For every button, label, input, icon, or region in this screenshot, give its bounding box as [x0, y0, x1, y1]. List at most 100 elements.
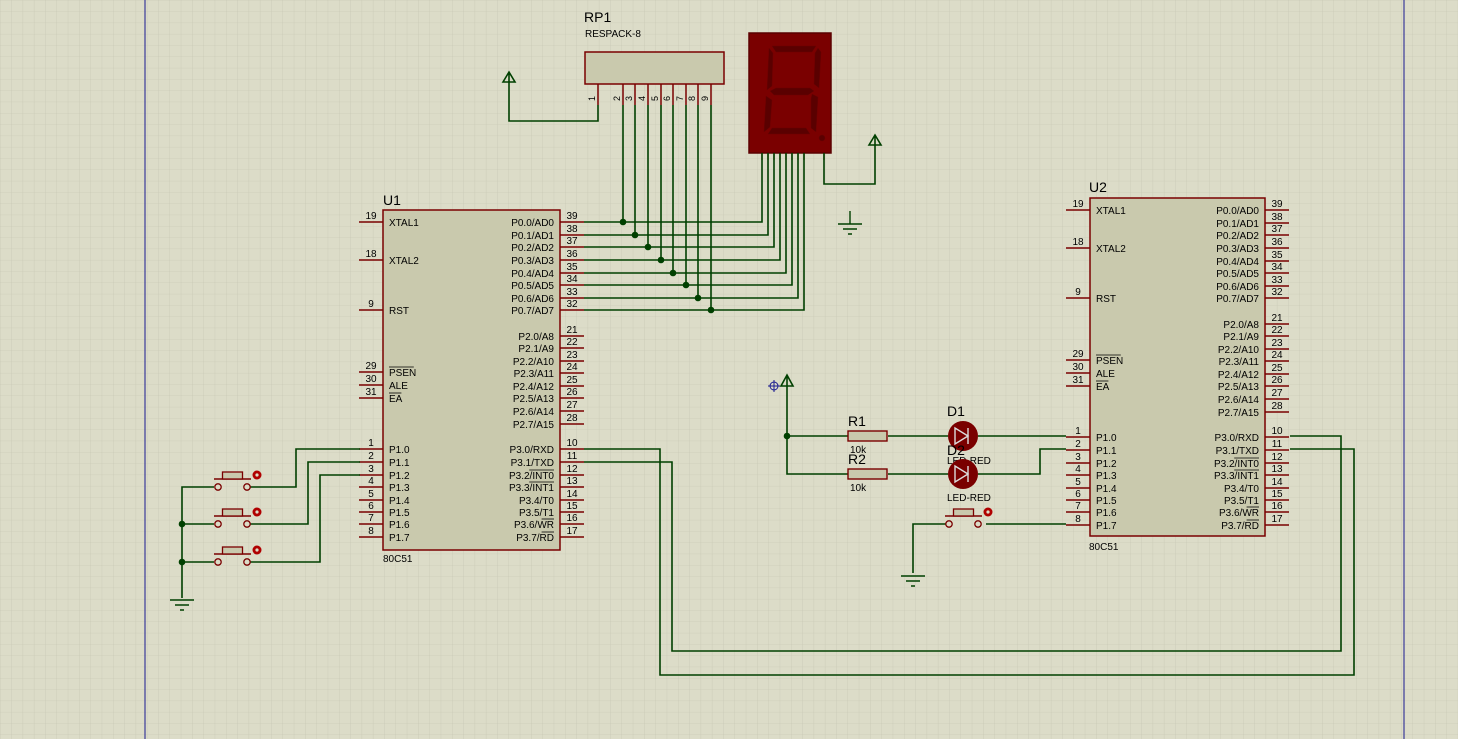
rp1-pin[interactable]: 6 [662, 84, 674, 105]
resistor-r1[interactable]: R1 10k [847, 413, 888, 456]
rp1-pin[interactable]: 1 [587, 84, 599, 105]
push-button-icon[interactable] [214, 470, 262, 491]
seven-segment-display[interactable] [748, 32, 832, 160]
mcu-u1[interactable]: U1 80C51 19XTAL118XTAL29RST29PSEN30ALE31… [359, 192, 584, 565]
u2-body[interactable] [1089, 197, 1266, 537]
chip-pin[interactable]: 6P1.5 [359, 501, 410, 519]
push-button-icon[interactable] [214, 507, 262, 528]
resistor-r2[interactable]: R2 10k [847, 451, 888, 494]
push-button-icon[interactable] [214, 545, 262, 566]
chip-pin[interactable]: 8P1.7 [359, 526, 410, 544]
rp1-pin[interactable]: 2 [612, 84, 624, 105]
ground-icon[interactable] [901, 575, 925, 587]
rp1-pin[interactable]: 8 [687, 84, 699, 105]
led-d2[interactable]: D2 LED-RED [947, 442, 991, 504]
chip-pin[interactable]: 2P1.1 [359, 451, 410, 469]
chip-pin[interactable]: 3P1.2 [1066, 452, 1117, 470]
ground-icon[interactable] [170, 599, 194, 611]
rp1-pin[interactable]: 9 [700, 84, 712, 105]
power-terminal-icon[interactable] [867, 133, 883, 146]
mcu-u2[interactable]: U2 80C51 19XTAL118XTAL29RST29PSEN30ALE31… [1066, 179, 1289, 553]
resistor-icon[interactable] [847, 430, 888, 442]
rp1-pin[interactable]: 5 [650, 84, 662, 105]
chip-pin[interactable]: 5P1.4 [359, 489, 410, 507]
push-button-icon[interactable] [945, 507, 993, 528]
chip-pin[interactable]: 7P1.6 [359, 513, 410, 531]
power-terminal-icon[interactable] [779, 373, 795, 388]
rp1-pin[interactable]: 7 [675, 84, 687, 105]
resistor-icon[interactable] [847, 468, 888, 480]
chip-pin[interactable]: 7P1.6 [1066, 501, 1117, 519]
rp1-pin[interactable]: 4 [637, 84, 649, 105]
chip-pin[interactable]: 5P1.4 [1066, 477, 1117, 495]
led-icon[interactable] [948, 459, 978, 489]
chip-pin[interactable]: 4P1.3 [359, 476, 410, 494]
chip-pin[interactable]: 8P1.7 [1066, 514, 1117, 532]
power-terminal-icon[interactable] [501, 70, 517, 83]
chip-pin[interactable]: 1P1.0 [1066, 426, 1117, 444]
chip-pin[interactable]: 2P1.1 [1066, 439, 1117, 457]
chip-pin[interactable]: 1P1.0 [359, 438, 410, 456]
ground-icon[interactable] [838, 211, 862, 235]
u1-body[interactable] [382, 209, 561, 551]
chip-pin[interactable]: 3P1.2 [359, 464, 410, 482]
chip-pin[interactable]: 4P1.3 [1066, 464, 1117, 482]
rp1-pin[interactable]: 3 [624, 84, 636, 105]
